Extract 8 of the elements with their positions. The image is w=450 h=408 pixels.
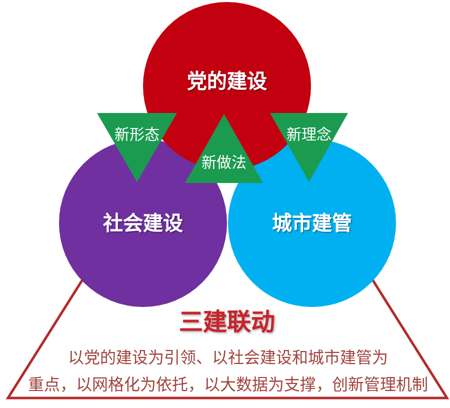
- heading: 三建联动: [179, 310, 275, 334]
- circle-label: 党的建设: [187, 71, 267, 91]
- circle-label: 城市建管: [272, 213, 352, 233]
- triangle-label: 新做法: [202, 156, 246, 170]
- circle-label: 社会建设: [103, 213, 183, 233]
- description: 以党的建设为引领、以社会建设和城市建管为重点，以网格化为依托，以大数据为支撑，创新管理机制: [27, 347, 429, 396]
- triangle-label: 新形态: [114, 128, 160, 142]
- triangle-label: 新理念: [286, 128, 332, 142]
